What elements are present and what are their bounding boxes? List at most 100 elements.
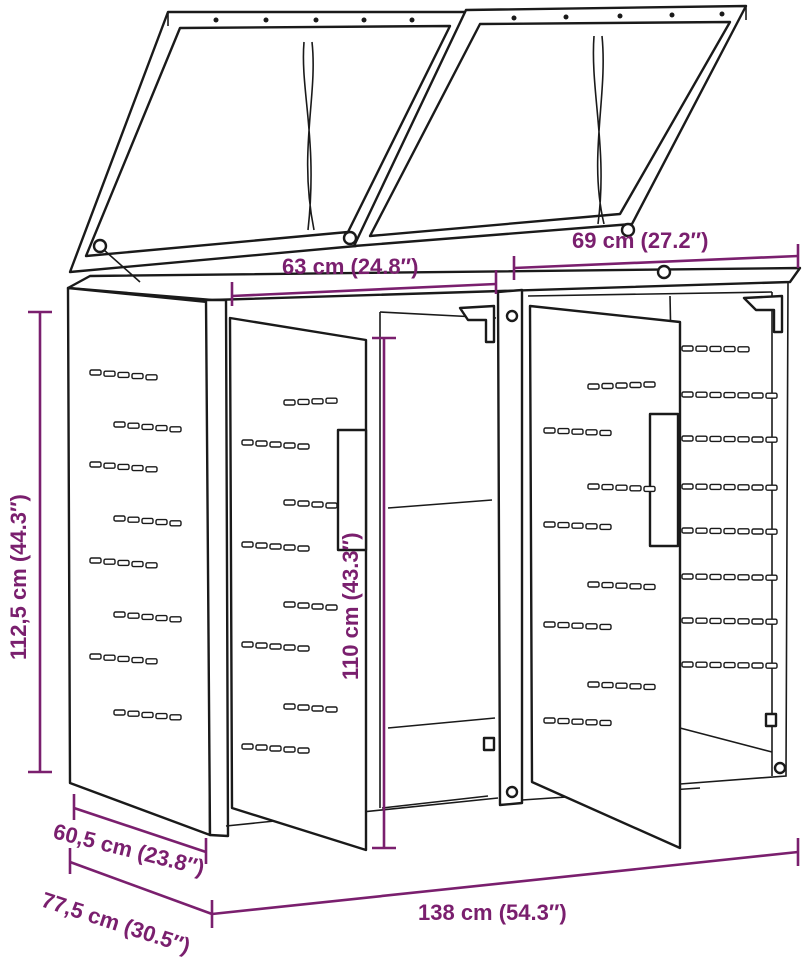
vent-slot (571, 622, 584, 629)
vent-slot (723, 573, 736, 581)
vent-slot (311, 398, 324, 405)
vent-slot (155, 518, 168, 526)
vent-slot (765, 574, 778, 581)
lid-width-right-label: 69 cm (27.2″) (572, 228, 709, 253)
vent-slot (169, 520, 182, 527)
vent-slot (751, 484, 764, 491)
vent-slot (765, 618, 778, 625)
vent-slot (751, 528, 764, 535)
vent-slot (751, 436, 764, 443)
hinge-icon (92, 238, 108, 254)
vent-slot (543, 427, 556, 434)
hinge-icon (342, 230, 358, 246)
vent-slot (297, 602, 310, 609)
vent-slot (585, 719, 598, 726)
vent-slot (269, 745, 282, 752)
vent-slot (131, 372, 144, 380)
vent-slot (585, 429, 598, 436)
vent-slot (723, 527, 736, 535)
vent-slot (117, 463, 130, 471)
vent-slot (585, 523, 598, 530)
vent-slot (709, 527, 722, 535)
vent-slot (765, 528, 778, 535)
vent-slot (681, 527, 694, 534)
vent-slot (255, 744, 268, 751)
vent-slot (283, 442, 296, 449)
vent-slot (695, 345, 708, 352)
vent-slot (89, 461, 102, 468)
vent-slot (629, 381, 642, 389)
rear-panel-vents (681, 345, 778, 669)
total-height-label: 112,5 cm (44.3″) (6, 494, 31, 660)
lid-width-left-label: 63 cm (24.8″) (282, 254, 419, 279)
vent-slot (571, 718, 584, 725)
vent-slot (737, 528, 750, 535)
vent-slot (643, 485, 656, 493)
vent-slot (587, 483, 600, 490)
vent-slot (325, 604, 338, 611)
vent-slot (117, 655, 130, 663)
vent-slot (681, 391, 694, 398)
vent-slot (255, 642, 268, 649)
vent-slot (571, 428, 584, 435)
vent-slot (127, 612, 140, 619)
vent-slot (737, 662, 750, 669)
vent-slot (723, 483, 736, 491)
hinge-icon (656, 264, 672, 280)
vent-slot (325, 502, 338, 509)
vent-slot (141, 711, 154, 719)
vent-slot (681, 617, 694, 624)
vent-slot (629, 485, 642, 492)
vent-slot (615, 582, 628, 589)
vent-slot (543, 717, 556, 724)
vent-slot (695, 527, 708, 534)
vent-slot (723, 661, 736, 669)
vent-slot (599, 623, 612, 631)
vent-slot (585, 623, 598, 630)
vent-slot (587, 681, 600, 688)
vent-slot (113, 611, 126, 618)
vent-slot (751, 574, 764, 581)
vent-slot (325, 397, 338, 404)
vent-slot (269, 643, 282, 650)
vent-slot (709, 617, 722, 625)
vent-slot (629, 683, 642, 690)
vent-slot (283, 703, 296, 710)
bolt-icon (773, 761, 787, 775)
vent-slot (737, 346, 750, 353)
vent-slot (145, 466, 158, 473)
vent-slot (601, 581, 614, 589)
dimension-lines (28, 244, 800, 928)
vent-slot (283, 601, 296, 608)
vent-slot (131, 656, 144, 664)
vent-slot (169, 616, 182, 623)
vent-slot (557, 521, 570, 529)
vent-slot (765, 484, 778, 491)
vent-slot (297, 704, 310, 711)
vent-slot (543, 621, 556, 628)
vent-slot (103, 462, 116, 469)
vent-slot (255, 440, 268, 447)
vent-slot (283, 544, 296, 551)
vent-slot (751, 618, 764, 625)
door-handle (336, 428, 368, 552)
vent-slot (325, 706, 338, 713)
lid-strap (592, 35, 605, 225)
vent-slot (723, 617, 736, 625)
vent-slot (103, 558, 116, 565)
bolt-icon (505, 785, 519, 799)
lid-strap (302, 41, 315, 231)
vent-slot (751, 662, 764, 669)
vent-slot (297, 500, 310, 507)
vent-slot (103, 654, 116, 661)
vent-slot (643, 381, 656, 388)
right-rear-frame (679, 281, 789, 785)
vent-slot (695, 573, 708, 580)
vent-slot (241, 541, 254, 548)
vent-slot (241, 641, 254, 648)
vent-slot (681, 661, 694, 668)
vent-slot (155, 424, 168, 432)
vent-slot (297, 398, 310, 406)
vent-slot (751, 392, 764, 399)
vent-slot (297, 443, 310, 450)
